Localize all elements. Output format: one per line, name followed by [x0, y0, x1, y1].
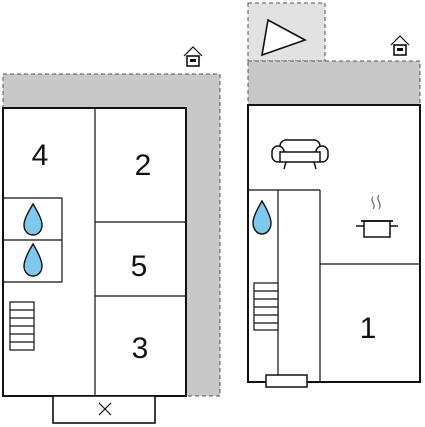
sofa-icon [271, 139, 329, 170]
stairs-icon [253, 282, 279, 331]
radiator-icon [265, 374, 308, 388]
stairs-icon [9, 301, 35, 351]
water-drop-icon [252, 199, 272, 235]
floor-left: 4 2 5 3 [2, 46, 221, 424]
room-3-label: 3 [132, 332, 149, 365]
house-icon [183, 46, 203, 67]
water-drop-icon [23, 202, 43, 236]
balcony-x-icon [52, 395, 156, 424]
house-icon [390, 35, 410, 56]
room-4-label: 4 [32, 139, 49, 172]
room-5-label: 5 [131, 250, 148, 283]
floor-right-outline [247, 104, 421, 383]
roof-terrace-strip [247, 60, 421, 106]
floor-right: 1 [247, 2, 421, 388]
room-1-label: 1 [360, 312, 377, 345]
room-2-label: 2 [135, 149, 152, 182]
compass-triangle-icon [247, 2, 326, 62]
water-drop-icon [23, 242, 43, 277]
cooking-pot-icon [356, 194, 398, 238]
